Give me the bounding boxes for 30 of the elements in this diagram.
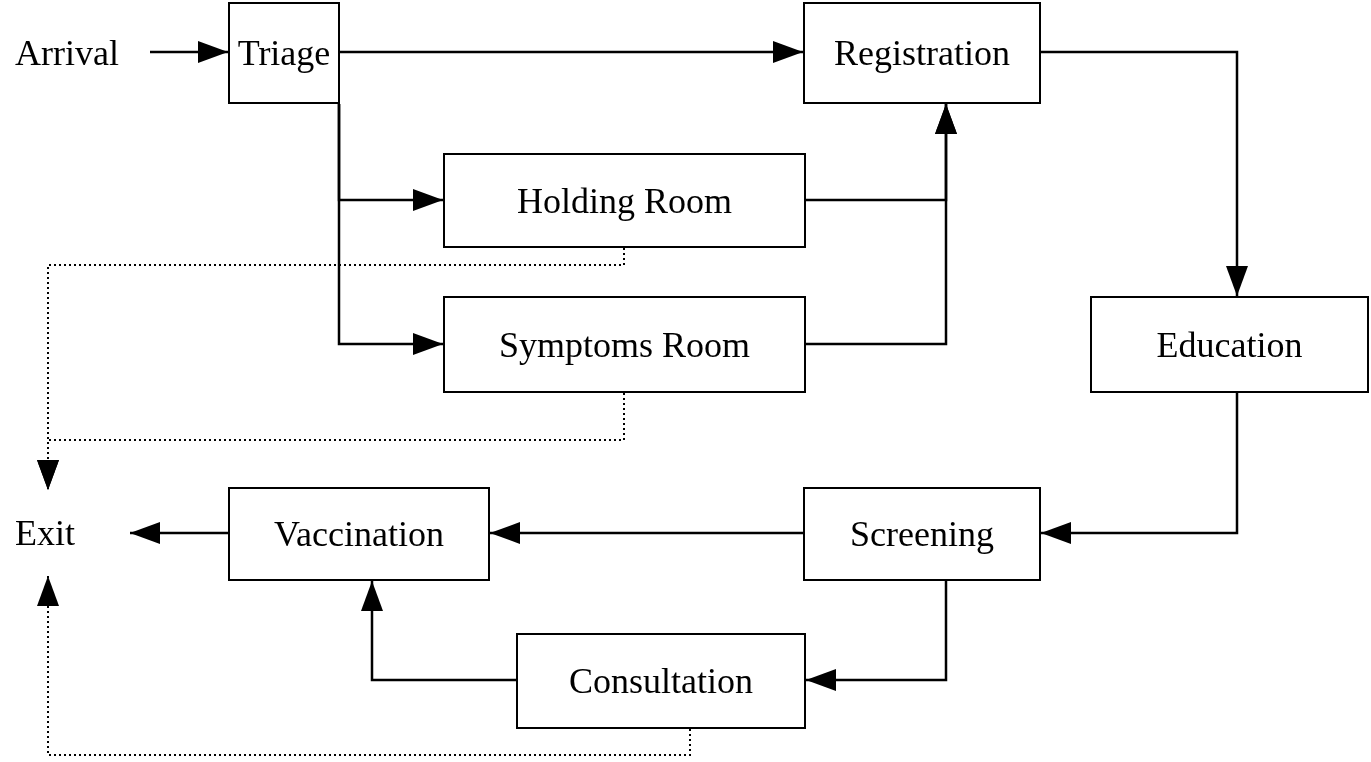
process-box [803,487,1041,581]
process-box [1090,296,1369,393]
process-box [228,487,490,581]
node-text: Screening [850,513,994,555]
node-text: Vaccination [274,513,444,555]
arrow [806,104,957,346]
arrow [1041,50,1248,296]
node-text: Education [1156,323,1303,366]
node-text: Symptoms Room [498,323,751,366]
dotted-arrow [37,575,691,756]
dotted-arrow [37,392,625,491]
node-text: Arrival [15,31,119,74]
process-box [803,2,1041,104]
node-text: Registration [834,32,1010,74]
process-box [443,153,806,248]
arrow [361,581,516,682]
node-text: Exit [15,512,75,554]
arrow [130,522,228,544]
arrow [1041,393,1239,544]
process-box [443,296,806,393]
arrow [340,41,803,63]
node-text: Consultation [569,660,753,702]
arrow [490,522,803,544]
arrow [150,41,228,63]
process-box [516,633,806,729]
arrow [806,581,948,691]
node-text: Holding Room [517,179,732,222]
arrow [337,104,443,355]
node-text: Triage [237,32,331,74]
process-box [228,2,340,104]
